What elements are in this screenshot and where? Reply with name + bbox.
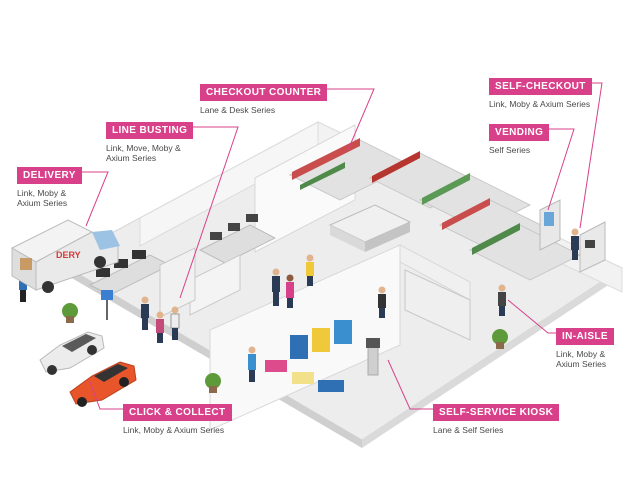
- electronics-display: [88, 214, 277, 318]
- callout-subtitle: Lane & Self Series: [433, 425, 504, 435]
- self-checkout-unit: [579, 221, 606, 273]
- clothing-racks: [265, 269, 471, 392]
- callout-click-collect: CLICK & COLLECT Link, Moby & Axium Serie…: [123, 402, 232, 435]
- callout-in-aisle: IN-AISLE Link, Moby & Axium Series: [556, 326, 614, 369]
- callout-checkout-counter: CHECKOUT COUNTER Lane & Desk Series: [200, 82, 328, 115]
- callout-line-busting: LINE BUSTING Link, Move, Moby & Axium Se…: [106, 120, 194, 163]
- callout-title: CHECKOUT COUNTER: [200, 84, 328, 101]
- callout-title: IN-AISLE: [556, 328, 614, 345]
- leader-kiosk: [387, 359, 433, 410]
- callout-vending: VENDING Self Series: [489, 122, 550, 155]
- parking-sign: [101, 290, 113, 320]
- leader-click-collect: [89, 381, 123, 410]
- leader-line-busting: [179, 126, 239, 299]
- callout-subtitle: Link, Moby &: [556, 349, 606, 359]
- callout-subtitle: Axium Series: [556, 359, 607, 369]
- vending-machine: [539, 199, 561, 251]
- leader-checkout: [324, 88, 375, 151]
- plant-right: [492, 329, 508, 349]
- delivery-van: [10, 219, 120, 293]
- callout-self-checkout: SELF-CHECKOUT Link, Moby & Axium Series: [489, 76, 592, 109]
- callout-delivery: DELIVERY Link, Moby & Axium Series: [17, 165, 82, 208]
- shoppers: [19, 228, 579, 382]
- callout-title: DELIVERY: [17, 167, 82, 184]
- callout-title: CLICK & COLLECT: [123, 404, 232, 421]
- callout-title: LINE BUSTING: [106, 122, 194, 139]
- leader-lines: [80, 82, 603, 410]
- white-car: [39, 331, 105, 375]
- leader-vending: [547, 128, 575, 211]
- callout-subtitle: Link, Moby &: [17, 188, 67, 198]
- callout-subtitle: Link, Moby & Axium Series: [489, 99, 591, 109]
- callout-title: SELF-CHECKOUT: [489, 78, 592, 95]
- callout-subtitle: Axium Series: [17, 198, 68, 208]
- callout-subtitle: Axium Series: [106, 153, 157, 163]
- leader-delivery: [80, 171, 109, 227]
- aisle-shelves: [288, 138, 582, 281]
- callout-self-service-kiosk: SELF-SERVICE KIOSK Lane & Self Series: [433, 402, 560, 435]
- van-brand-text: DERY: [56, 250, 81, 260]
- callout-subtitle: Self Series: [489, 145, 531, 155]
- plant-left: [62, 303, 78, 323]
- floor-front-right-edge: [362, 268, 622, 448]
- callout-title: VENDING: [489, 124, 550, 141]
- callout-subtitle: Link, Move, Moby &: [106, 143, 181, 153]
- leader-in-aisle: [507, 299, 556, 334]
- orange-car: [69, 361, 137, 407]
- self-service-kiosk-unit: [366, 338, 380, 376]
- callout-subtitle: Lane & Desk Series: [200, 105, 276, 115]
- callout-title: SELF-SERVICE KIOSK: [433, 404, 560, 421]
- plant-center: [205, 373, 221, 393]
- leader-self-checkout: [579, 82, 603, 229]
- callout-subtitle: Link, Moby & Axium Series: [123, 425, 225, 435]
